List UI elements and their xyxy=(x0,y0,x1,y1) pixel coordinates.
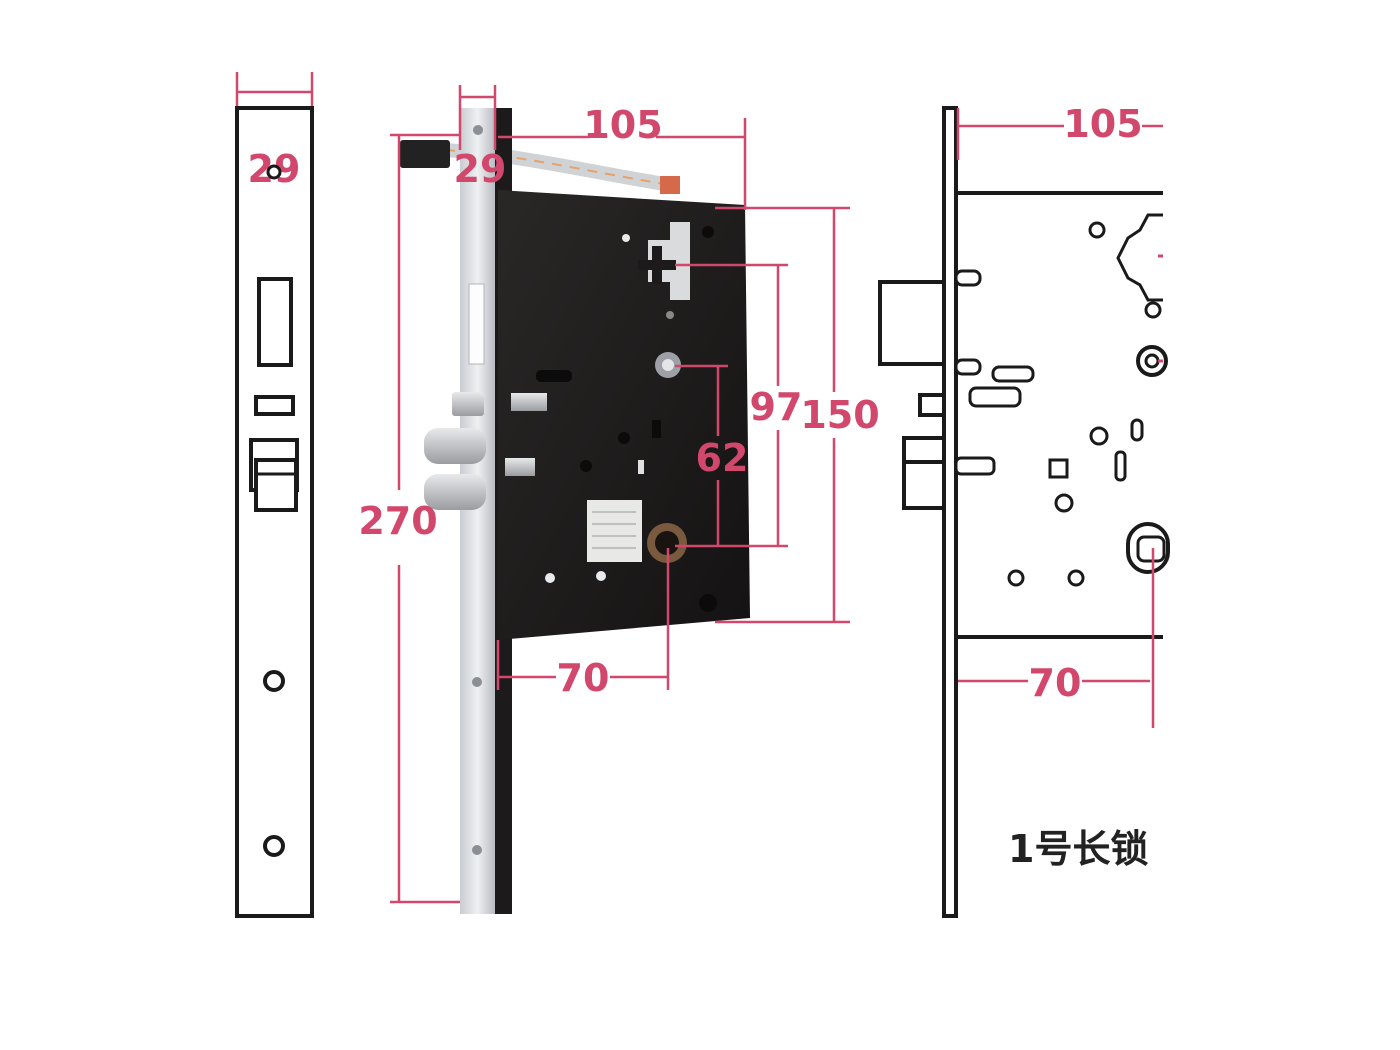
lock-body xyxy=(498,190,750,640)
drawing-hole-b xyxy=(1144,301,1162,319)
drawing-hole-f xyxy=(1067,569,1085,587)
lock-model-caption: 1号长锁 xyxy=(1008,827,1148,871)
latch-bolt-top xyxy=(424,428,486,464)
drawing-tab-c xyxy=(954,456,996,476)
photo-62-label: 62 xyxy=(696,436,749,480)
body-slot-a xyxy=(536,370,572,382)
drawing-tab-b xyxy=(954,358,982,376)
photo-body-height-label: 150 xyxy=(800,393,879,437)
photo-view: 29 105 270 150 97 62 70 xyxy=(358,85,880,914)
wire-connector-end xyxy=(660,176,680,194)
body-hole-d xyxy=(580,460,592,472)
latch-spindle-center xyxy=(662,359,674,371)
drawing-cylinder-inner xyxy=(1136,535,1166,563)
faceplate-screw-mid xyxy=(472,677,482,687)
drawing-slot-a xyxy=(1130,418,1144,442)
body-hole-c xyxy=(618,432,630,444)
drawing-latch-hub xyxy=(1136,345,1168,377)
drawing-spindle-outline xyxy=(1116,213,1163,302)
drawing-hole-e xyxy=(1007,569,1025,587)
drawing-view: 105 70 xyxy=(878,102,1170,918)
drawing-width-label: 105 xyxy=(1063,102,1142,146)
photo-97-label: 97 xyxy=(750,385,803,429)
drawing-tab-a xyxy=(954,269,982,287)
inner-bolt-a xyxy=(511,393,547,411)
drawing-slider-b xyxy=(968,386,1022,408)
drawing-latch-hub-inner xyxy=(1144,353,1160,369)
drawing-cylinder-outer xyxy=(1126,522,1170,574)
body-slot-c xyxy=(638,460,644,474)
front-trigger-slot xyxy=(254,395,295,416)
drawing-latch-inner xyxy=(902,460,946,510)
front-screw-hole-bottom xyxy=(263,835,285,857)
product-label-sticker xyxy=(587,500,642,562)
drawing-hole-d xyxy=(1054,493,1074,513)
front-width-label: 29 xyxy=(248,147,301,191)
drawing-backset-label: 70 xyxy=(1029,661,1082,705)
trigger-bolt xyxy=(452,392,484,416)
body-hole-b xyxy=(666,311,674,319)
front-view: 29 xyxy=(235,72,314,918)
body-slot-b xyxy=(652,420,661,438)
body-hole-f xyxy=(596,571,606,581)
latch-bolt-bottom xyxy=(424,474,486,510)
photo-width-label: 105 xyxy=(583,103,662,147)
body-hole-h xyxy=(702,226,714,238)
faceplate-screw-top xyxy=(473,125,483,135)
body-hole-a xyxy=(622,234,630,242)
spindle-cross-h xyxy=(638,260,676,270)
front-screw-hole-middle xyxy=(263,670,285,692)
photo-backset-label: 70 xyxy=(557,656,610,700)
front-latch-inner xyxy=(254,458,298,512)
drawing-hole-c xyxy=(1089,426,1109,446)
cylinder-hole xyxy=(655,531,679,555)
inner-bolt-b xyxy=(505,458,535,476)
photo-faceplate xyxy=(460,108,495,914)
drawing-hole-a xyxy=(1088,221,1106,239)
caption-clip: 1号长锁 xyxy=(1008,827,1148,871)
drawing-slider-a xyxy=(991,365,1035,383)
faceplate-screw-bottom xyxy=(472,845,482,855)
wire-connector xyxy=(400,140,450,168)
drawing-deadbolt xyxy=(878,280,946,366)
body-hole-g xyxy=(699,594,717,612)
drawing-square xyxy=(1048,458,1069,479)
drawing-trigger xyxy=(918,393,946,417)
front-deadbolt-slot xyxy=(257,277,293,367)
drawing-faceplate xyxy=(942,106,958,918)
photo-plate-width-label: 29 xyxy=(454,147,507,191)
photo-height-label: 270 xyxy=(358,499,437,543)
drawing-slot-b xyxy=(1114,450,1127,482)
faceplate-slot xyxy=(468,283,485,365)
body-hole-e xyxy=(545,573,555,583)
front-screw-hole-top xyxy=(266,164,282,180)
